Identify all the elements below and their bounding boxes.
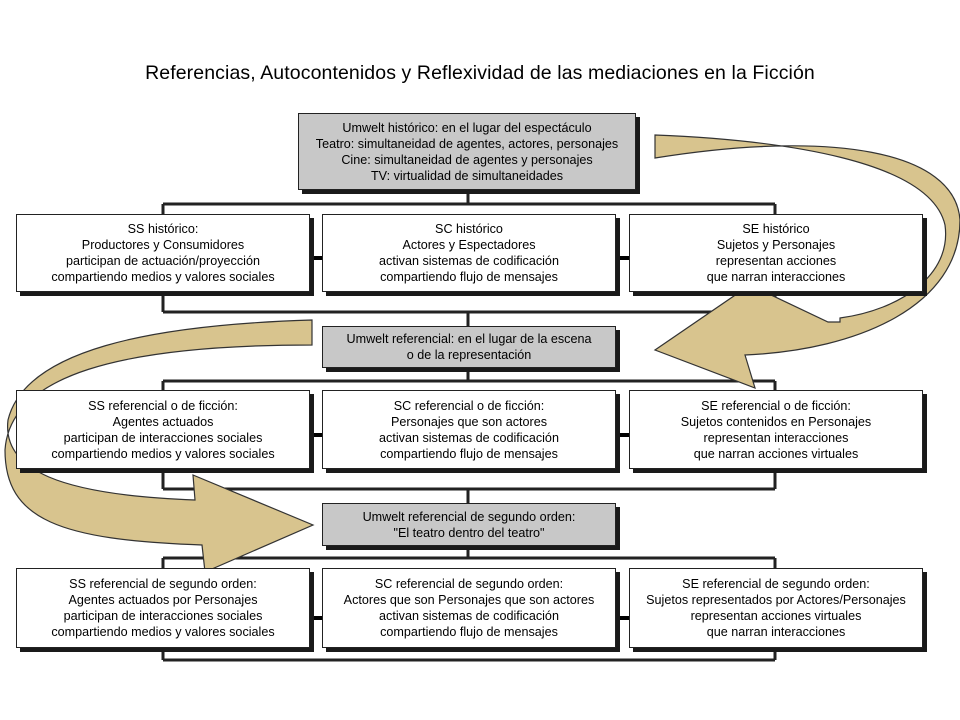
box-line: SC referencial o de ficción: — [393, 398, 545, 413]
box-line: que narran acciones virtuales — [693, 446, 859, 461]
umwelt-historico-box: Umwelt histórico: en el lugar del espect… — [298, 113, 636, 190]
box-line: participan de actuación/proyección — [66, 254, 260, 268]
sc-referencial-box: SC referencial o de ficción: Personajes … — [322, 390, 616, 469]
umwelt-segundo-orden-box: Umwelt referencial de segundo orden: "El… — [322, 503, 616, 546]
ss-historico-box: SS histórico: Productores y Consumidores… — [16, 214, 310, 292]
box-line: SS histórico: — [127, 222, 199, 236]
umwelt-referencial-line: o de la representación — [406, 348, 532, 362]
umwelt-historico-line: TV: virtualidad de simultaneidades — [370, 168, 564, 183]
umwelt-referencial-box: Umwelt referencial: en el lugar de la es… — [322, 326, 616, 368]
box-line: activan sistemas de codificación — [379, 254, 559, 268]
box-line: Agentes actuados — [112, 414, 214, 429]
box-line: representan acciones — [715, 254, 837, 268]
se-historico-box: SE histórico Sujetos y Personajes repres… — [629, 214, 923, 292]
box-line: SE referencial o de ficción: — [701, 398, 851, 413]
box-line: Sujetos contenidos en Personajes — [680, 414, 872, 429]
box-line: compartiendo flujo de mensajes — [380, 625, 558, 639]
box-line: participan de interacciones sociales — [63, 609, 263, 623]
box-line: compartiendo medios y valores sociales — [51, 270, 275, 284]
box-line: compartiendo flujo de mensajes — [380, 270, 558, 284]
se-segundo-orden-box: SE referencial de segundo orden: Sujetos… — [629, 568, 923, 648]
box-line: SC histórico — [435, 222, 503, 236]
box-line: SE referencial de segundo orden: — [682, 577, 870, 591]
se-referencial-box: SE referencial o de ficción: Sujetos con… — [629, 390, 923, 469]
box-line: Actores y Espectadores — [402, 238, 536, 252]
connector-lines — [161, 190, 777, 662]
box-line: Sujetos y Personajes — [716, 238, 836, 252]
box-line: activan sistemas de codificación — [379, 609, 559, 623]
ss-segundo-orden-box: SS referencial de segundo orden: Agentes… — [16, 568, 310, 648]
diagram-title: Referencias, Autocontenidos y Reflexivid… — [145, 62, 815, 84]
box-line: representan acciones virtuales — [690, 609, 862, 623]
umwelt-historico-line: Teatro: simultaneidad de agentes, actore… — [315, 136, 619, 151]
box-line: Agentes actuados por Personajes — [68, 593, 258, 607]
box-line: compartiendo medios y valores sociales — [51, 446, 275, 461]
box-line: que narran interacciones — [706, 270, 846, 284]
curved-arrow-right-icon — [653, 134, 960, 389]
box-line: que narran interacciones — [706, 625, 846, 639]
sc-segundo-orden-box: SC referencial de segundo orden: Actores… — [322, 568, 616, 648]
box-line: representan interacciones — [703, 430, 849, 445]
box-line: activan sistemas de codificación — [379, 430, 559, 445]
umwelt-segundo-line: Umwelt referencial de segundo orden: — [362, 509, 576, 524]
box-line: compartiendo medios y valores sociales — [51, 625, 275, 639]
umwelt-historico-line: Cine: simultaneidad de agentes y persona… — [341, 152, 593, 167]
ss-referencial-box: SS referencial o de ficción: Agentes act… — [16, 390, 310, 469]
box-line: compartiendo flujo de mensajes — [380, 446, 558, 461]
box-line: Sujetos representados por Actores/Person… — [646, 593, 906, 607]
box-line: Personajes que son actores — [390, 414, 548, 429]
box-line: SS referencial de segundo orden: — [69, 577, 257, 591]
box-line: Productores y Consumidores — [81, 238, 245, 252]
sc-historico-box: SC histórico Actores y Espectadores acti… — [322, 214, 616, 292]
box-line: SE histórico — [742, 222, 810, 236]
umwelt-historico-line: Umwelt histórico: en el lugar del espect… — [342, 120, 592, 135]
box-line: participan de interacciones sociales — [63, 430, 263, 445]
umwelt-referencial-line: Umwelt referencial: en el lugar de la es… — [346, 332, 592, 346]
box-line: SC referencial de segundo orden: — [374, 577, 564, 591]
box-line: SS referencial o de ficción: — [88, 398, 238, 413]
umwelt-segundo-line: "El teatro dentro del teatro" — [393, 525, 545, 540]
box-line: Actores que son Personajes que son actor… — [343, 593, 595, 607]
